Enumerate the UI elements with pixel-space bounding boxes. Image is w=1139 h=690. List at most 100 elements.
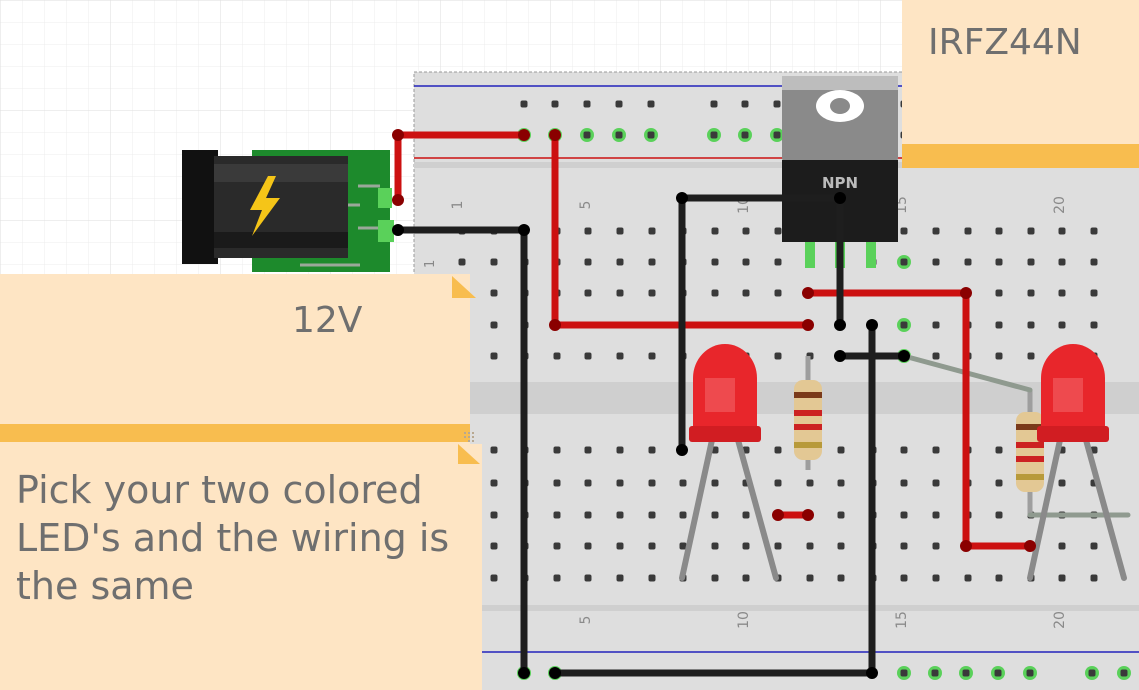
breadboard-hole[interactable] [616,352,624,360]
breadboard-hole[interactable] [583,100,591,108]
breadboard-hole[interactable] [553,511,561,519]
led-2-red[interactable] [1027,344,1127,581]
breadboard-hole[interactable] [1058,227,1066,235]
breadboard-hole[interactable] [741,100,749,108]
breadboard-hole[interactable] [616,479,624,487]
black-wire-endpoint[interactable] [898,350,910,362]
breadboard-hole[interactable] [1058,289,1066,297]
breadboard-hole[interactable] [837,446,845,454]
breadboard-hole[interactable] [711,574,719,582]
breadboard-hole[interactable] [584,511,592,519]
breadboard-hole[interactable] [995,574,1003,582]
breadboard-hole[interactable] [900,574,908,582]
breadboard-hole[interactable] [648,289,656,297]
breadboard-hole[interactable] [710,100,718,108]
breadboard-hole[interactable] [1058,542,1066,550]
instructions-note[interactable]: Pick your two colored LED's and the wiri… [0,444,482,690]
breadboard-hole[interactable] [711,227,719,235]
breadboard-hole[interactable] [1058,321,1066,329]
breadboard-hole[interactable] [964,258,972,266]
breadboard-hole[interactable] [616,511,624,519]
breadboard-hole[interactable] [490,479,498,487]
breadboard-hole[interactable] [774,446,782,454]
breadboard-hole[interactable] [900,479,908,487]
breadboard-hole[interactable] [553,446,561,454]
breadboard-hole[interactable] [648,446,656,454]
breadboard-hole[interactable] [458,258,466,266]
breadboard-hole[interactable] [1090,258,1098,266]
red-wire-endpoint[interactable] [518,129,530,141]
breadboard-hole[interactable] [490,511,498,519]
breadboard-hole[interactable] [1027,321,1035,329]
black-wire-endpoint[interactable] [392,224,404,236]
red-wire-endpoint[interactable] [772,509,784,521]
breadboard-hole[interactable] [551,100,559,108]
breadboard-hole[interactable] [742,258,750,266]
breadboard-hole[interactable] [1090,227,1098,235]
black-wire-endpoint[interactable] [676,192,688,204]
breadboard-hole[interactable] [648,542,656,550]
breadboard-hole[interactable] [900,258,908,266]
breadboard-hole[interactable] [679,511,687,519]
black-wire-endpoint[interactable] [866,319,878,331]
black-wire-endpoint[interactable] [866,667,878,679]
breadboard-hole[interactable] [900,669,908,677]
breadboard-hole[interactable] [837,542,845,550]
breadboard-hole[interactable] [742,511,750,519]
breadboard-hole[interactable] [553,352,561,360]
breadboard-hole[interactable] [806,479,814,487]
breadboard-hole[interactable] [711,542,719,550]
breadboard-hole[interactable] [900,446,908,454]
breadboard-hole[interactable] [490,542,498,550]
breadboard-hole[interactable] [647,131,655,139]
breadboard-hole[interactable] [900,511,908,519]
power-jack-pin-negative[interactable] [378,220,394,242]
breadboard-hole[interactable] [932,479,940,487]
breadboard-hole[interactable] [995,227,1003,235]
breadboard-hole[interactable] [584,542,592,550]
breadboard-hole[interactable] [490,321,498,329]
breadboard-hole[interactable] [1120,669,1128,677]
breadboard-hole[interactable] [615,100,623,108]
breadboard-hole[interactable] [490,352,498,360]
breadboard-hole[interactable] [742,289,750,297]
breadboard-hole[interactable] [806,542,814,550]
breadboard-hole[interactable] [994,669,1002,677]
breadboard-hole[interactable] [1090,289,1098,297]
breadboard-hole[interactable] [648,258,656,266]
breadboard-hole[interactable] [741,131,749,139]
breadboard-hole[interactable] [900,227,908,235]
breadboard-hole[interactable] [584,258,592,266]
red-wire-endpoint[interactable] [802,319,814,331]
breadboard-hole[interactable] [932,542,940,550]
breadboard-hole[interactable] [995,446,1003,454]
breadboard-hole[interactable] [616,289,624,297]
breadboard-hole[interactable] [711,479,719,487]
breadboard-hole[interactable] [964,227,972,235]
breadboard-hole[interactable] [1027,352,1035,360]
breadboard-hole[interactable] [932,352,940,360]
breadboard-hole[interactable] [837,479,845,487]
breadboard-hole[interactable] [1027,258,1035,266]
red-wire-endpoint[interactable] [802,509,814,521]
breadboard-hole[interactable] [1090,542,1098,550]
breadboard-hole[interactable] [774,258,782,266]
breadboard-hole[interactable] [1058,479,1066,487]
breadboard-hole[interactable] [648,227,656,235]
breadboard-hole[interactable] [1090,321,1098,329]
breadboard-hole[interactable] [490,574,498,582]
breadboard-hole[interactable] [711,289,719,297]
black-wire-endpoint[interactable] [518,667,530,679]
breadboard-hole[interactable] [932,511,940,519]
breadboard-hole[interactable] [648,574,656,582]
black-wire-endpoint[interactable] [549,667,561,679]
breadboard-hole[interactable] [995,289,1003,297]
breadboard-hole[interactable] [931,669,939,677]
breadboard-hole[interactable] [773,131,781,139]
breadboard-hole[interactable] [553,574,561,582]
breadboard-hole[interactable] [900,321,908,329]
breadboard-hole[interactable] [679,479,687,487]
breadboard-hole[interactable] [742,227,750,235]
breadboard-hole[interactable] [773,100,781,108]
